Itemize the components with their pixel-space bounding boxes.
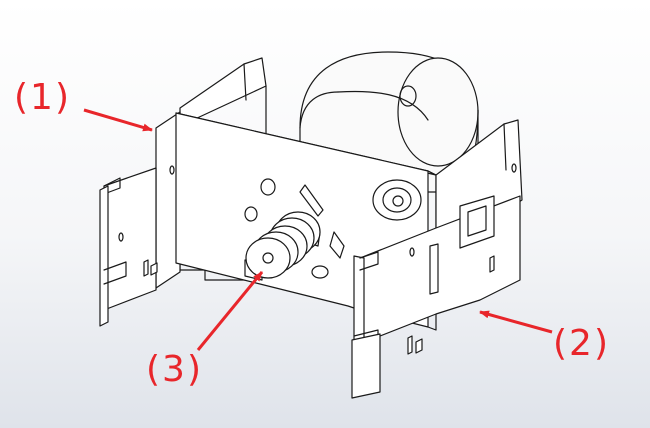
pulley [245,211,321,279]
callout-label-1: (1) [14,77,71,118]
callout-label-2: (2) [553,323,610,364]
callout-label-3: (3) [146,349,203,390]
callout-arrows [83,108,553,351]
front-leg [351,333,381,399]
bearing-boss [372,179,422,221]
left-bracket [99,57,267,327]
arrow-3 [196,271,264,351]
arrow-1 [83,108,153,132]
arrow-2 [479,310,553,334]
